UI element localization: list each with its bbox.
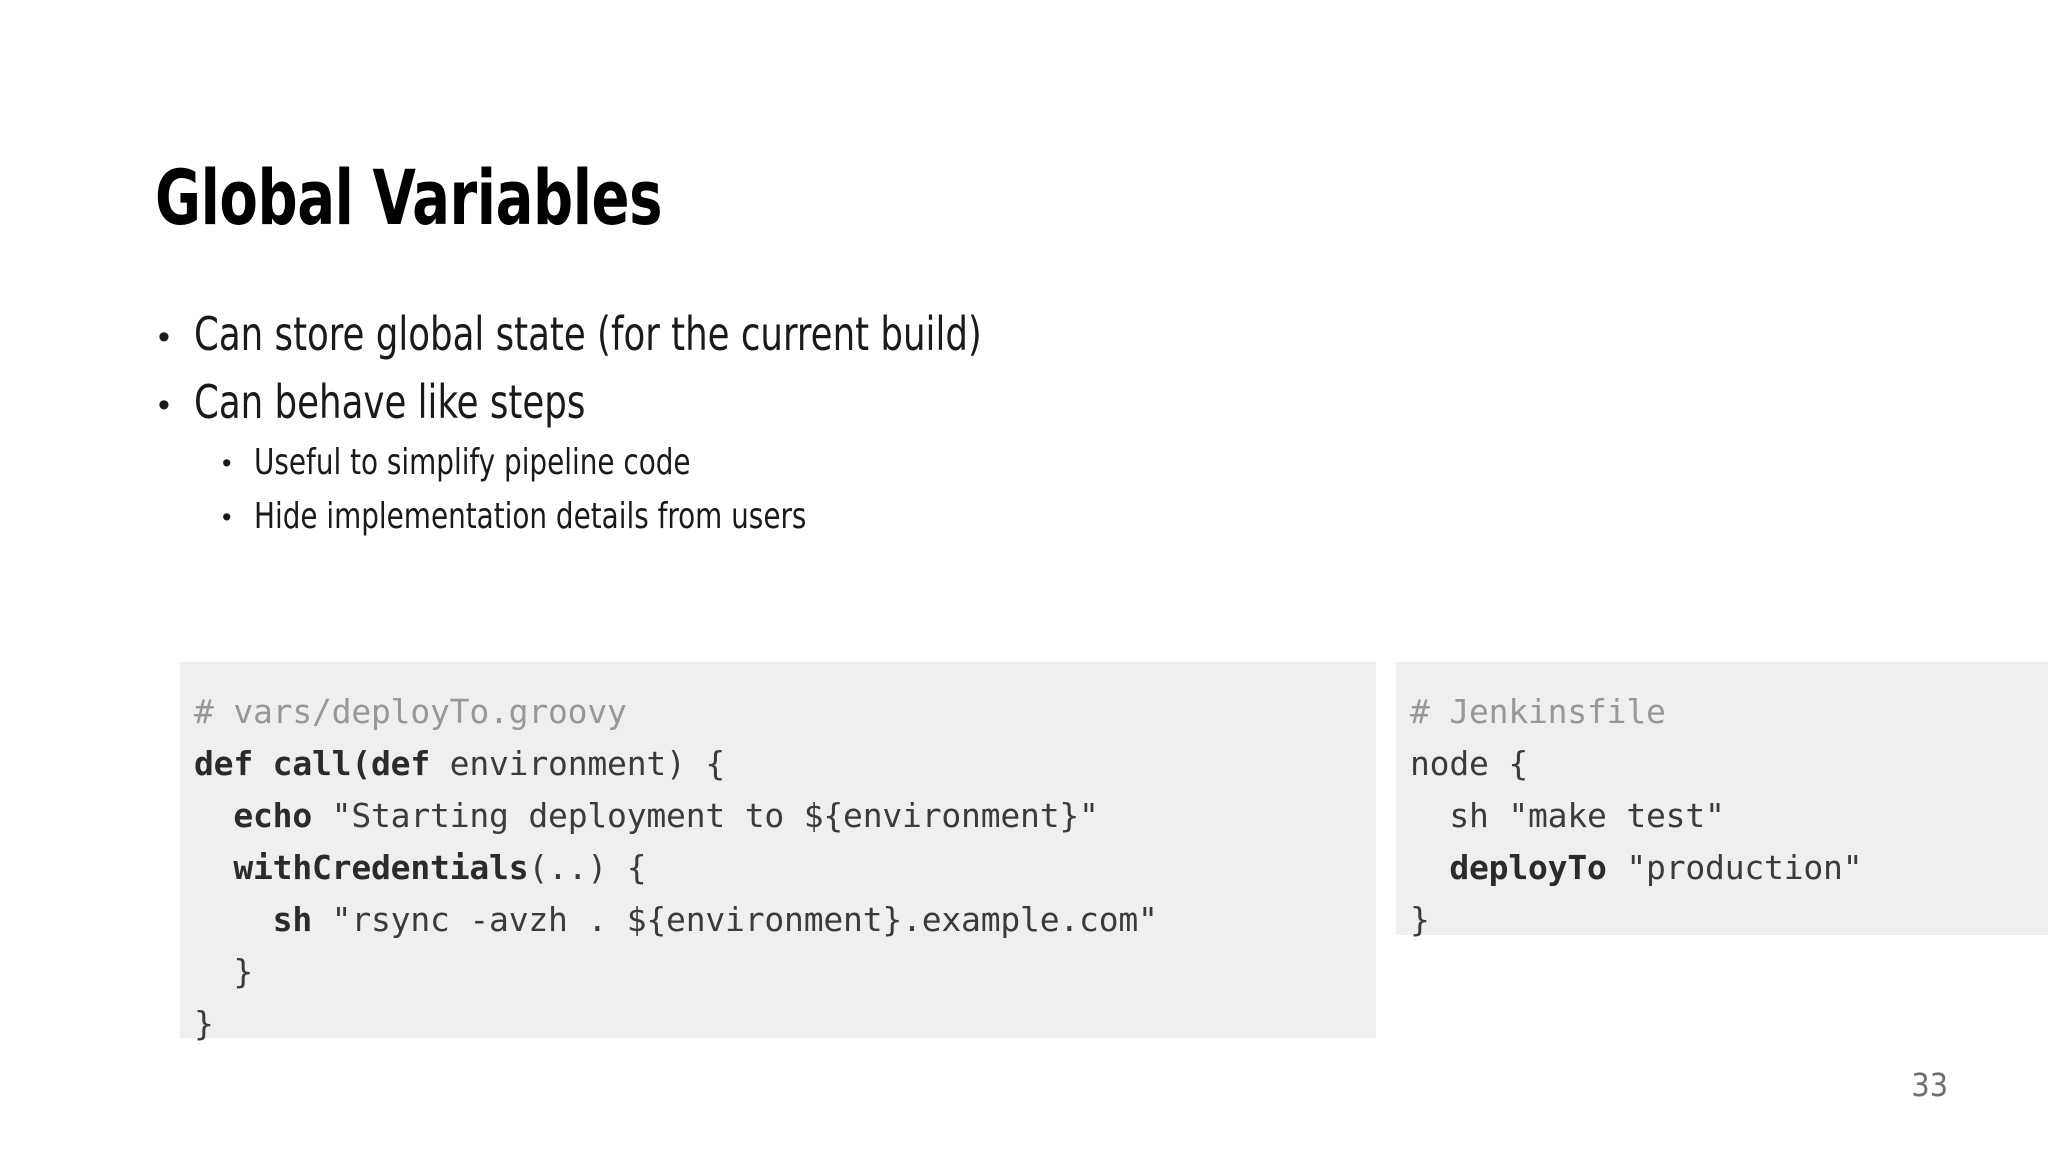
code-keyword: withCredentials (233, 848, 529, 887)
bullet-text: Can store global state (for the current … (194, 307, 982, 361)
code-text: "Starting deployment to ${environment}" (312, 796, 1099, 835)
code-block-jenkinsfile: # Jenkinsfile node { sh "make test" deplo… (1396, 662, 2048, 939)
code-keyword: echo (233, 796, 313, 835)
code-line: # Jenkinsfile (1410, 686, 2048, 738)
code-line: deployTo "production" (1410, 842, 2048, 894)
code-line: sh "make test" (1410, 790, 2048, 842)
code-line: echo "Starting deployment to ${environme… (194, 790, 1376, 842)
code-line: withCredentials(..) { (194, 842, 1376, 894)
code-text: "production" (1606, 848, 1863, 887)
code-comment: # vars/deployTo.groovy (194, 692, 627, 731)
bullet-item: • Can store global state (for the current… (158, 300, 1858, 368)
code-line: } (194, 946, 1376, 998)
code-line: # vars/deployTo.groovy (194, 686, 1376, 738)
code-line: sh "rsync -avzh . ${environment}.example… (194, 894, 1376, 946)
bullet-marker-icon: • (158, 318, 170, 356)
code-line: node { (1410, 738, 2048, 790)
bullet-item: • Useful to simplify pipeline code (222, 436, 1858, 490)
code-text: (..) { (528, 848, 647, 887)
code-text: "rsync -avzh . ${environment}.example.co… (312, 900, 1158, 939)
code-text (194, 796, 233, 835)
bullet-item: • Hide implementation details from users (222, 490, 1858, 544)
code-line: } (194, 998, 1376, 1050)
code-text: } (194, 1004, 214, 1043)
code-text: } (194, 952, 254, 991)
code-keyword: deployTo (1449, 848, 1607, 887)
code-text: sh "make test" (1410, 796, 1725, 835)
bullet-marker-icon: • (222, 502, 232, 532)
bullet-list: • Can store global state (for the current… (158, 300, 1858, 544)
code-line: def call(def environment) { (194, 738, 1376, 790)
code-block-vars-deployto-groovy: # vars/deployTo.groovy def call(def envir… (180, 662, 1376, 1043)
code-comment: # Jenkinsfile (1410, 692, 1666, 731)
code-text: node { (1410, 744, 1529, 783)
bullet-item: • Can behave like steps (158, 368, 1858, 436)
bullet-marker-icon: • (158, 386, 170, 424)
code-keyword: def call(def (194, 744, 431, 783)
bullet-text: Hide implementation details from users (254, 496, 807, 537)
page-title: Global Variables (155, 152, 663, 242)
bullet-text: Can behave like steps (194, 375, 586, 429)
code-keyword: sh (272, 900, 313, 939)
bullet-text: Useful to simplify pipeline code (254, 442, 691, 483)
code-text (1410, 848, 1449, 887)
code-text (194, 900, 273, 939)
page-number: 33 (1911, 1066, 1948, 1104)
code-text (194, 848, 233, 887)
code-text: } (1410, 900, 1430, 939)
code-line: } (1410, 894, 2048, 946)
code-text: environment) { (430, 744, 726, 783)
bullet-marker-icon: • (222, 448, 232, 478)
